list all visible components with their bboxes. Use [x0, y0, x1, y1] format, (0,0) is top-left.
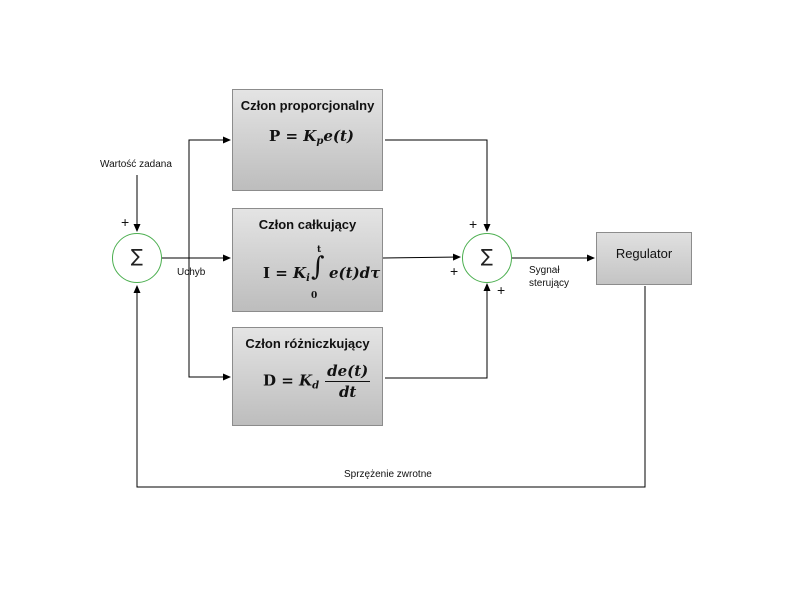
proportional-block: Człon proporcjonalny P = Kpe(t)	[232, 89, 383, 191]
feedback-wire	[133, 285, 646, 488]
control-signal-label-line2: sterujący	[529, 278, 570, 289]
proportional-block-title: Człon proporcjonalny	[240, 98, 375, 113]
error-label: Uchyb	[177, 267, 206, 278]
integral-formula-lhs: I = Ki	[263, 264, 310, 284]
integral-upper-limit: t	[317, 245, 322, 255]
right-sum-plus-sign-bottom: +	[497, 282, 506, 298]
regulator-block: Regulator	[596, 232, 692, 285]
feedback-label: Sprzężenie zwrotne	[344, 469, 432, 480]
derivative-output-wire	[385, 283, 491, 379]
branch-to-proportional	[188, 136, 231, 258]
integral-block-title: Człon całkujący	[258, 217, 357, 232]
right-summing-junction: ∑	[462, 233, 512, 283]
derivative-fraction: de(t)dt	[325, 362, 371, 401]
right-sum-plus-sign-left: +	[450, 263, 459, 279]
integral-integrand: e(t)dτ	[329, 264, 381, 282]
setpoint-label: Wartość zadana	[100, 159, 172, 170]
integral-sign: ∫	[311, 252, 325, 282]
left-summing-junction: ∑	[112, 233, 162, 283]
right-sum-plus-sign-top: +	[469, 216, 478, 232]
proportional-formula: P = Kpe(t)	[269, 127, 355, 147]
integral-lower-limit: 0	[311, 291, 318, 301]
integral-output-wire	[382, 253, 461, 261]
proportional-output-wire	[385, 139, 491, 232]
control-signal-label-line1: Sygnał	[529, 265, 560, 276]
integral-block: Człon całkujący I = Ki ∫ t 0 e(t)dτ	[232, 208, 383, 312]
left-sum-plus-sign: +	[121, 214, 130, 230]
branch-to-derivative	[188, 258, 231, 381]
derivative-block-title: Człon różniczkujący	[245, 336, 370, 351]
